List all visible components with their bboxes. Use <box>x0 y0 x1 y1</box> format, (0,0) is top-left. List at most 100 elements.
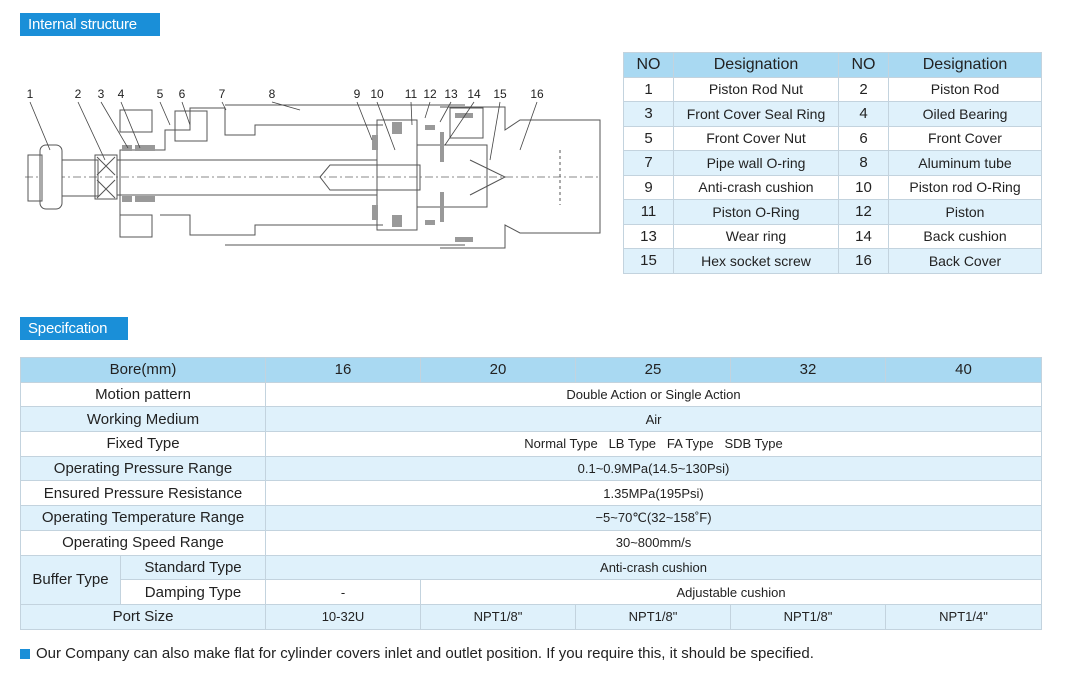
part-number: 4 <box>838 101 889 127</box>
part-designation: Front Cover <box>888 125 1042 151</box>
bore-row: Bore(mm) 16 20 25 32 40 <box>19 357 1043 383</box>
operating-pressure-row: Operating Pressure Range 0.1~0.9MPa(14.5… <box>19 455 1043 482</box>
callout-label: 14 <box>467 87 481 101</box>
callout-label: 4 <box>118 87 125 101</box>
footer-note: Our Company can also make flat for cylin… <box>20 645 814 662</box>
damping-type-16-value: - <box>265 579 422 605</box>
callout-label: 5 <box>157 87 164 101</box>
callout-leader-line <box>77 101 106 161</box>
part-designation: Back Cover <box>888 248 1042 274</box>
callout-leader-line <box>159 101 171 126</box>
standard-type-value: Anti-crash cushion <box>265 554 1043 581</box>
part-designation: Piston <box>888 199 1042 225</box>
part-number: 7 <box>623 150 674 176</box>
bore-value: 20 <box>420 357 577 383</box>
operating-pressure-label: Operating Pressure Range <box>19 455 267 482</box>
callout-label: 15 <box>493 87 507 101</box>
working-medium-row: Working Medium Air <box>19 406 1043 433</box>
part-number: 3 <box>623 101 674 127</box>
speed-label: Operating Speed Range <box>19 529 267 556</box>
working-medium-label: Working Medium <box>19 406 267 433</box>
callout-leader-line <box>444 101 475 146</box>
bore-value: 25 <box>575 357 732 383</box>
ensured-pressure-row: Ensured Pressure Resistance 1.35MPa(195P… <box>19 480 1043 507</box>
bore-value: 32 <box>730 357 887 383</box>
header-designation: Designation <box>673 52 839 78</box>
callout-label: 6 <box>179 87 186 101</box>
callout-label: 13 <box>444 87 458 101</box>
bore-value: 40 <box>885 357 1043 383</box>
callout-leader-line <box>181 101 191 126</box>
port-size-label: Port Size <box>19 603 267 630</box>
part-designation: Back cushion <box>888 223 1042 249</box>
buffer-type-label: Buffer Type <box>20 554 121 605</box>
part-number: 6 <box>838 125 889 151</box>
callout-leader-line <box>519 101 538 151</box>
ensured-pressure-label: Ensured Pressure Resistance <box>19 480 267 507</box>
port-size-value: NPT1/8" <box>730 603 887 630</box>
callout-label: 16 <box>530 87 544 101</box>
working-medium-value: Air <box>265 406 1043 433</box>
port-size-value: NPT1/4" <box>885 603 1043 630</box>
part-designation: Anti-crash cushion <box>673 174 839 200</box>
standard-type-label: Standard Type <box>119 554 267 581</box>
callout-leader-line <box>100 101 129 149</box>
part-number: 10 <box>838 174 889 200</box>
callout-label: 2 <box>75 87 82 101</box>
motion-pattern-row: Motion pattern Double Action or Single A… <box>19 381 1043 408</box>
callout-label: 10 <box>370 87 384 101</box>
part-number: 12 <box>838 199 889 225</box>
part-designation: Aluminum tube <box>888 150 1042 176</box>
speed-value: 30~800mm/s <box>265 529 1043 556</box>
part-number: 11 <box>623 199 674 225</box>
callout-leader-line <box>120 101 141 149</box>
internal-structure-heading: Internal structure <box>20 13 160 36</box>
callout-leader-line <box>424 101 431 119</box>
part-designation: Oiled Bearing <box>888 101 1042 127</box>
callout-leader-line <box>221 101 227 111</box>
part-number: 13 <box>623 223 674 249</box>
part-number: 8 <box>838 150 889 176</box>
operating-pressure-value: 0.1~0.9MPa(14.5~130Psi) <box>265 455 1043 482</box>
callout-leader-line <box>489 101 501 161</box>
buffer-standard-row: Buffer Type Standard Type Anti-crash cus… <box>20 554 1043 605</box>
parts-designation-table: NO Designation NO Designation 1 Piston Ro… <box>623 52 1042 274</box>
parts-header-row: NO Designation NO Designation <box>623 52 1042 78</box>
callout-label: 8 <box>269 87 276 101</box>
part-number: 14 <box>838 223 889 249</box>
port-size-row: Port Size 10-32U NPT1/8" NPT1/8" NPT1/8"… <box>19 603 1043 630</box>
callout-leader-line <box>271 101 301 111</box>
footer-note-text: Our Company can also make flat for cylin… <box>36 645 814 662</box>
specification-table: Bore(mm) 16 20 25 32 40 Motion pattern D… <box>19 357 1043 630</box>
part-designation: Front Cover Seal Ring <box>673 101 839 127</box>
fixed-type-value: Normal Type LB Type FA Type SDB Type <box>265 431 1043 457</box>
temperature-row: Operating Temperature Range −5~70℃(32~15… <box>19 505 1043 531</box>
part-designation: Wear ring <box>673 223 839 249</box>
motion-pattern-value: Double Action or Single Action <box>265 381 1043 408</box>
callout-leader-line <box>376 101 396 151</box>
fixed-type-label: Fixed Type <box>19 431 267 457</box>
temperature-label: Operating Temperature Range <box>19 505 267 531</box>
bore-label: Bore(mm) <box>19 357 267 383</box>
fixed-type-row: Fixed Type Normal Type LB Type FA Type S… <box>19 431 1043 457</box>
part-designation: Hex socket screw <box>673 248 839 274</box>
callout-leader-line <box>410 101 413 126</box>
speed-row: Operating Speed Range 30~800mm/s <box>19 529 1043 556</box>
port-size-value: 10-32U <box>265 603 422 630</box>
bullet-square-icon <box>20 648 30 659</box>
part-number: 16 <box>838 248 889 274</box>
header-no: NO <box>838 52 889 78</box>
buffer-damping-row: Damping Type - Adjustable cushion <box>21 579 1043 605</box>
part-number: 15 <box>623 248 674 274</box>
callout-leader-line <box>439 101 452 123</box>
part-designation: Piston Rod <box>888 76 1042 102</box>
part-number: 1 <box>623 76 674 102</box>
part-designation: Pipe wall O-ring <box>673 150 839 176</box>
